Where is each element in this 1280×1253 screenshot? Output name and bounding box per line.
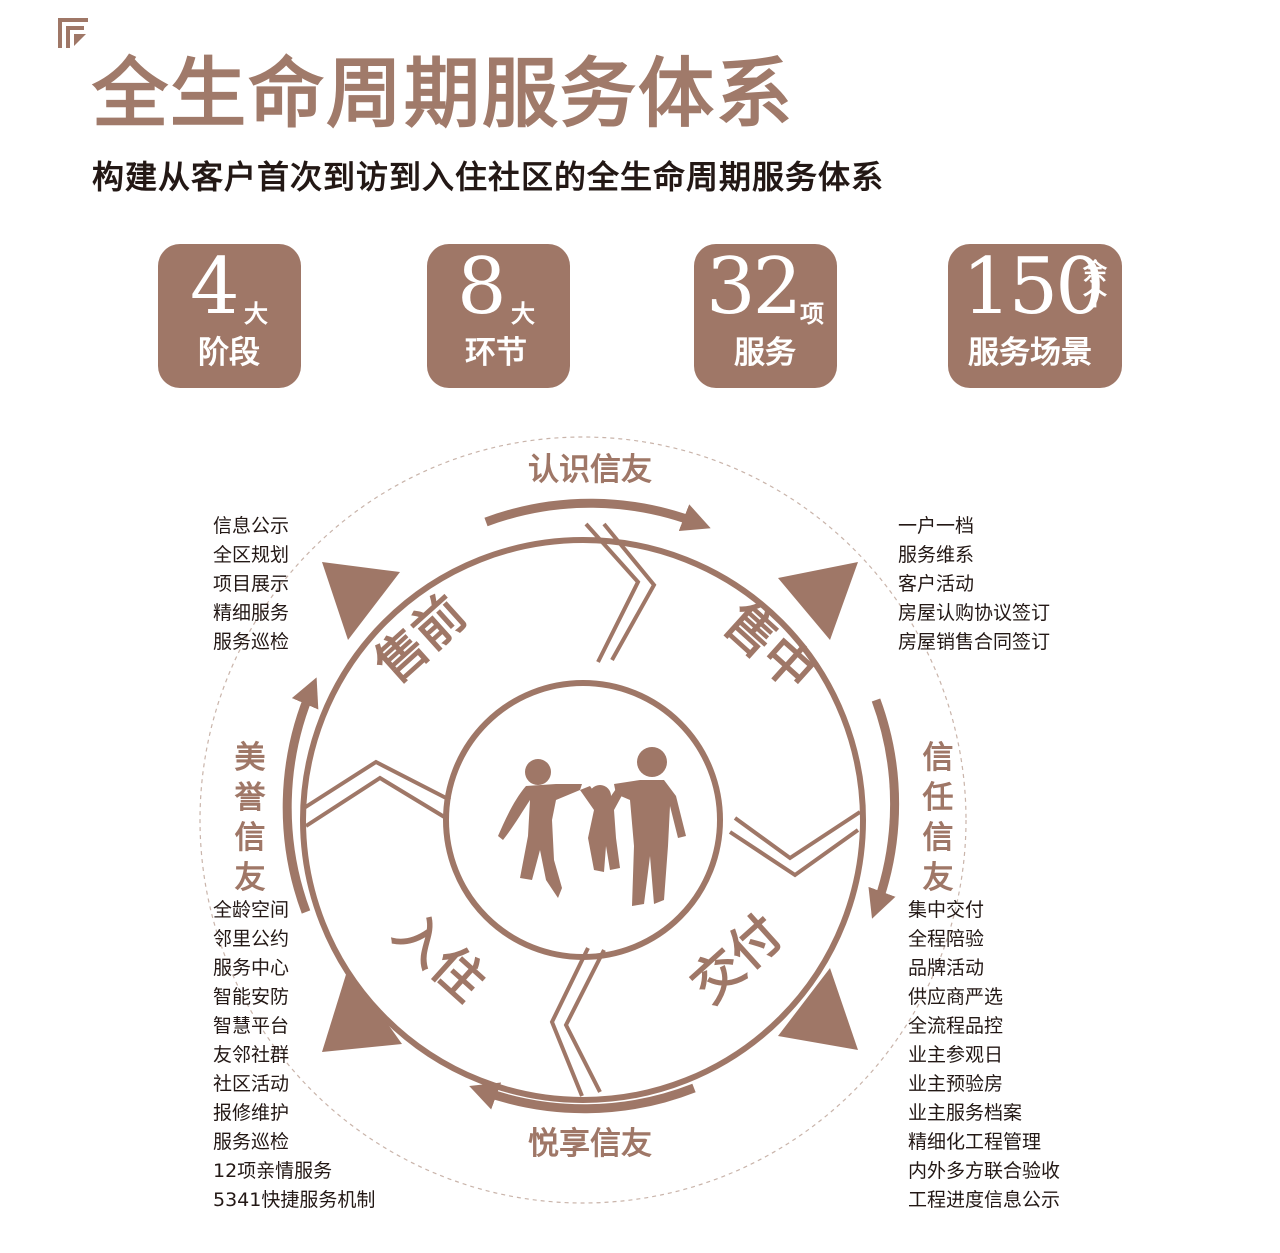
list-item: 客户活动 [898,573,975,595]
list-item: 房屋销售合同签订 [898,631,1051,653]
ring-label-bottom: 悦享信友 [528,1126,652,1162]
triangle-marker-icon [778,968,858,1050]
stat-number: 8 [457,242,507,332]
list-item: 12项亲情服务 [213,1160,333,1182]
stat-label: 阶段 [198,335,260,371]
ring-label-left: 美誉信友 [234,740,266,896]
stat-unit: 余个 [1083,258,1107,312]
stage-label-checkin: 入住 [383,902,496,1012]
list-item: 供应商严选 [908,986,1004,1008]
list-item: 一户一档 [898,515,975,537]
list-item: 服务巡检 [213,1131,290,1153]
stat-number: 32 [706,242,802,332]
stat-unit: 大 [511,300,535,328]
stat-number: 150 [962,242,1105,332]
curved-arrow-icon [484,498,711,532]
stage-label-presale: 售前 [364,584,477,694]
stat-label: 服务场景 [968,335,1092,371]
curved-arrow-icon [282,677,319,914]
list-item: 房屋认购协议签订 [898,602,1051,624]
list-item: 智慧平台 [213,1015,290,1037]
list-item: 全区规划 [213,544,290,566]
list-item: 业主参观日 [908,1044,1004,1066]
stage-dividers [302,522,862,1097]
stat-card-services: 32 项 服务 [694,244,837,388]
list-item: 服务中心 [213,957,290,979]
stat-label: 环节 [465,335,527,371]
list-item: 精细化工程管理 [908,1131,1042,1153]
family-silhouette-icon [498,747,686,906]
insale-service-list: 一户一档服务维系客户活动房屋认购协议签订房屋销售合同签订 [898,512,1050,657]
curved-arrow-icon [868,698,900,919]
stat-unit: 大 [244,300,268,328]
stage-label-delivery: 交付 [680,904,793,1014]
list-item: 集中交付 [908,899,985,921]
triangle-marker-icon [322,562,400,640]
stat-card-scenes: 150 余个 服务场景 [948,244,1122,388]
list-item: 内外多方联合验收 [908,1160,1061,1182]
list-item: 全流程品控 [908,1015,1004,1037]
page-subtitle: 构建从客户首次到访到入住社区的全生命周期服务体系 [92,158,885,196]
list-item: 服务巡检 [213,631,290,653]
delivery-service-list: 集中交付全程陪验品牌活动供应商严选全流程品控业主参观日业主预验房业主服务档案精细… [908,896,1060,1215]
stat-card-stages: 4 大 阶段 [158,244,301,388]
list-item: 工程进度信息公示 [908,1189,1061,1211]
list-item: 全程陪验 [908,928,985,950]
list-item: 智能安防 [213,986,290,1008]
list-item: 业主预验房 [908,1073,1004,1095]
list-item: 报修维护 [213,1102,290,1124]
list-item: 全龄空间 [213,899,290,921]
list-item: 邻里公约 [213,928,290,950]
list-item: 品牌活动 [908,957,985,979]
list-item: 信息公示 [213,515,290,537]
checkin-service-list: 全龄空间邻里公约服务中心智能安防智慧平台友邻社群社区活动报修维护服务巡检 12项亲… [213,896,375,1215]
ring-label-right: 信任信友 [922,740,954,896]
curved-arrow-icon [469,1082,696,1114]
list-item: 精细服务 [213,602,290,624]
ring-label-top: 认识信友 [528,452,652,488]
stat-label: 服务 [734,335,796,371]
triangle-marker-icon [322,968,402,1052]
page-title: 全生命周期服务体系 [92,49,794,138]
list-item: 项目展示 [213,573,290,595]
list-item: 业主服务档案 [908,1102,1023,1124]
list-item: 5341快捷服务机制 [213,1189,376,1211]
list-item: 社区活动 [213,1073,290,1095]
list-item: 友邻社群 [213,1044,290,1066]
triangle-marker-icon [778,562,858,640]
outer-dashed-ring [199,436,967,1204]
corner-logo-icon [58,18,88,48]
list-item: 服务维系 [898,544,975,566]
stat-number: 4 [190,242,240,332]
stat-unit: 项 [800,300,824,328]
presale-service-list: 信息公示全区规划项目展示精细服务服务巡检 [213,512,289,657]
stat-card-links: 8 大 环节 [427,244,570,388]
main-ring [300,537,866,1103]
